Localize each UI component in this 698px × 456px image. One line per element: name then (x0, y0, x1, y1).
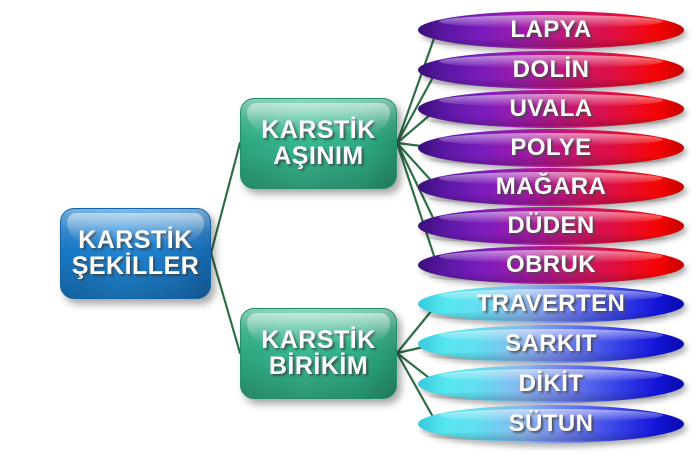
connector-asinim-to-duden (395, 141, 439, 228)
leaf-label-obruk: OBRUK (506, 251, 596, 278)
leaf-node-magara[interactable]: MAĞARA (418, 168, 684, 206)
branch-node-karstik-asinim[interactable]: KARSTİK AŞINIM (240, 98, 397, 189)
leaf-label-uvala: UVALA (509, 95, 593, 122)
leaf-node-dolin[interactable]: DOLİN (418, 51, 684, 89)
branch-birikim-line1: KARSTİK (261, 326, 376, 354)
leaf-node-polye[interactable]: POLYE (418, 129, 684, 167)
connector-asinim-to-lapya (395, 28, 439, 145)
leaf-label-sutun: SÜTUN (508, 410, 594, 437)
leaf-label-duden: DÜDEN (507, 212, 595, 239)
leaf-label-dikit: DİKİT (518, 370, 584, 397)
branch-node-karstik-birikim[interactable]: KARSTİK BİRİKİM (240, 308, 397, 399)
branch-asinim-line1: KARSTİK (261, 116, 376, 144)
branch-asinim-line2: AŞINIM (273, 141, 364, 170)
connector-birikim-to-sutun (395, 351, 439, 426)
leaf-node-sarkit[interactable]: SARKIT (418, 325, 684, 363)
leaf-node-sutun[interactable]: SÜTUN (418, 405, 684, 443)
leaf-node-uvala[interactable]: UVALA (418, 90, 684, 128)
root-node-karstik-sekiller[interactable]: KARSTİK ŞEKİLLER (60, 208, 211, 299)
leaf-label-magara: MAĞARA (495, 173, 607, 200)
connector-root-to-asinim (209, 141, 242, 255)
leaf-node-dikit[interactable]: DİKİT (418, 365, 684, 403)
leaf-label-sarkit: SARKIT (505, 330, 597, 357)
root-node-line1: KARSTİK (78, 226, 193, 254)
leaf-node-traverten[interactable]: TRAVERTEN (418, 285, 684, 323)
branch-birikim-line2: BİRİKİM (268, 351, 369, 380)
leaf-label-polye: POLYE (510, 134, 592, 161)
root-node-line2: ŞEKİLLER (71, 251, 200, 280)
leaf-node-duden[interactable]: DÜDEN (418, 207, 684, 245)
connector-asinim-to-dolin (395, 68, 439, 145)
leaf-label-lapya: LAPYA (510, 16, 592, 43)
leaf-label-traverten: TRAVERTEN (476, 290, 626, 317)
leaf-label-dolin: DOLİN (512, 56, 590, 83)
connector-root-to-birikim (209, 251, 242, 355)
leaf-node-obruk[interactable]: OBRUK (418, 246, 684, 284)
connector-asinim-to-obruk (395, 141, 439, 267)
leaf-node-lapya[interactable]: LAPYA (418, 11, 684, 49)
